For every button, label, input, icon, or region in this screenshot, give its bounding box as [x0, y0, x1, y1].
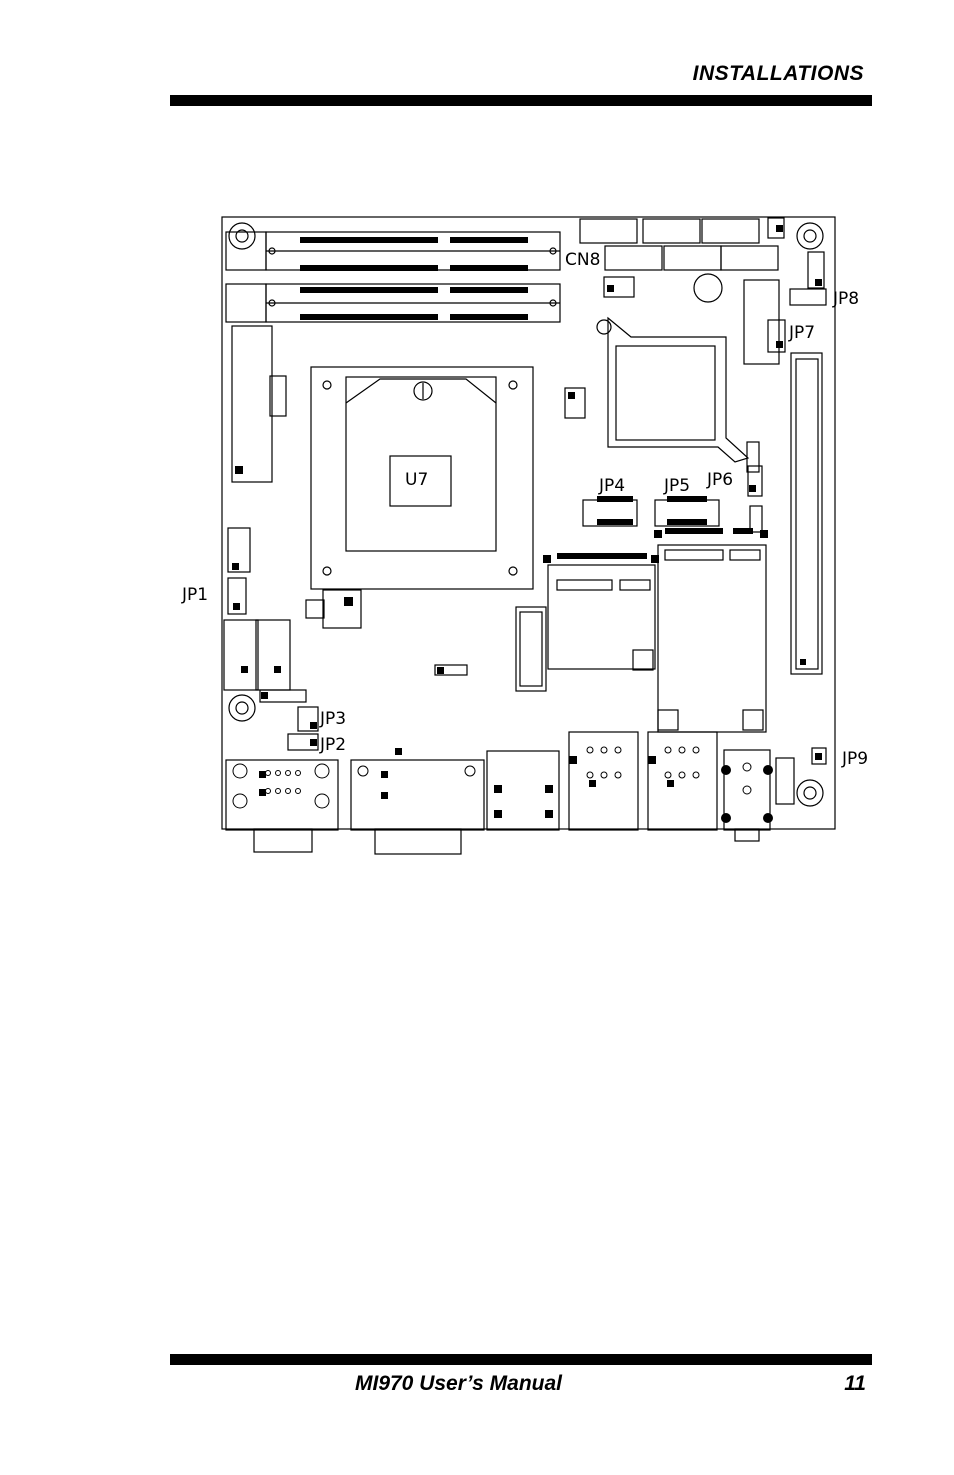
sata-connector — [579, 218, 638, 244]
page-number: 11 — [844, 1372, 866, 1395]
label-jp2: JP2 — [319, 735, 346, 755]
cpu-socket — [310, 366, 534, 590]
mini-pcie-slot-1 — [547, 564, 656, 670]
sata-connector — [642, 218, 701, 244]
jumper-jp3 — [297, 706, 319, 732]
mounting-hole-mid-left — [228, 694, 256, 722]
chip-u7 — [389, 455, 452, 507]
sata-connector — [663, 245, 722, 271]
label-jp9: JP9 — [841, 749, 868, 769]
mounting-hole-top-left — [228, 222, 256, 250]
mounting-hole-top-right — [796, 222, 824, 250]
label-cn8: CN8 — [565, 250, 600, 270]
jumper-jp6 — [747, 465, 763, 497]
mounting-hole-bottom-right — [796, 779, 824, 807]
label-jp8: JP8 — [832, 289, 859, 309]
jumper-jp7 — [767, 319, 786, 353]
vga-dvi-port — [350, 759, 485, 831]
ide-connector — [790, 352, 823, 675]
atx-power-connector — [231, 325, 273, 483]
lan-port-2 — [647, 731, 718, 831]
manual-title: MI970 User’s Manual — [355, 1372, 562, 1395]
label-jp1: JP1 — [181, 585, 208, 605]
header-rule — [170, 95, 872, 106]
section-title: INSTALLATIONS — [692, 62, 864, 85]
battery — [693, 273, 723, 303]
chipset-heatsink — [607, 316, 750, 463]
sata-connector — [720, 245, 779, 271]
mini-pcie-slot-2 — [657, 544, 767, 733]
jumper-jp2 — [287, 733, 319, 751]
sata-connector — [604, 245, 663, 271]
dimm-contacts — [300, 237, 528, 320]
lan-port-1 — [568, 731, 639, 831]
footer-rule — [170, 1354, 872, 1365]
label-jp7: JP7 — [788, 323, 815, 343]
pin-1-markers — [232, 225, 822, 823]
serial-port — [225, 759, 339, 831]
sata-connector — [701, 218, 760, 244]
jumper-jp8 — [789, 288, 827, 306]
cn8-connector — [603, 276, 635, 298]
label-jp6: JP6 — [706, 470, 733, 490]
label-jp4: JP4 — [598, 476, 625, 496]
board-outline — [221, 216, 836, 830]
label-u7: U7 — [405, 470, 428, 490]
label-jp3: JP3 — [319, 709, 346, 729]
jumper-jp1 — [227, 577, 247, 615]
audio-jack — [723, 749, 771, 831]
jumper-jp9 — [811, 747, 827, 765]
usb-port — [486, 750, 560, 831]
label-jp5: JP5 — [663, 476, 690, 496]
